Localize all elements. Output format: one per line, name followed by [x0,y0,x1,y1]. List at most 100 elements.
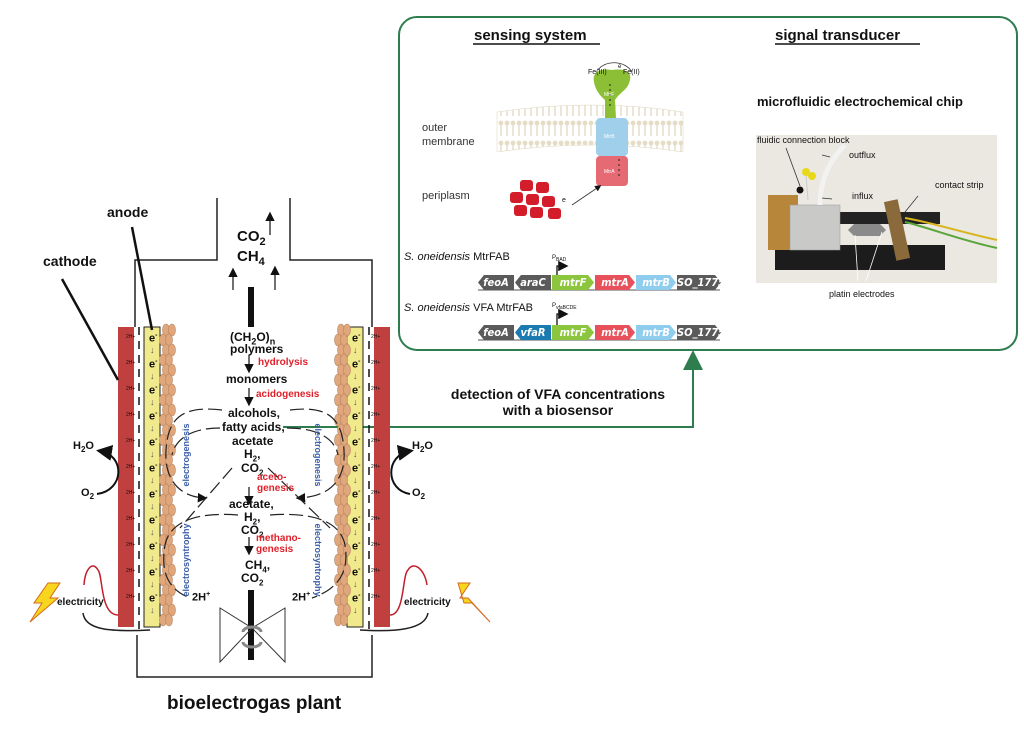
proton-mark: 2H+ [126,360,136,366]
electron-flow-arrow: ↓ [150,371,155,381]
h2-label: H2, [244,447,261,464]
biofilm-cell [343,363,351,377]
biofilm-cell [165,353,173,367]
gene-mtrf [552,325,594,340]
biofilm-cell [165,373,173,387]
electron-flow-arrow: ↓ [150,501,155,511]
electron-flow-arrow: ↓ [150,397,155,407]
stirrer-shaft [248,287,254,327]
biofilm-cell [340,493,348,507]
proton-label-right: 2H+ [292,591,311,604]
gene-feoa [478,325,514,340]
proton-mark: 2H+ [371,542,381,548]
electron-label: e- [352,436,361,449]
electron-label: e- [352,592,361,605]
gene-label: mtrA [601,276,629,289]
h2o-label-left: H2O [73,440,94,455]
proton-mark: 2H+ [371,360,381,366]
acidogenesis-label: acidogenesis [256,389,320,400]
chip-photo [756,135,998,283]
promoter-arrow-1 [556,260,569,278]
electron-label-top: e [618,64,622,70]
biofilm-cell [343,563,351,577]
detection-label: detection of VFA concentrations with a b… [450,386,666,418]
proton-mark: 2H+ [371,438,381,444]
outflux-label: outflux [849,150,876,160]
proton-mark: 2H+ [371,490,381,496]
biofilm-cell [340,613,348,627]
proton-mark: 2H+ [126,542,136,548]
electron-flow-arrow: ↓ [150,527,155,537]
cathode-right [374,327,390,627]
connector-line [283,350,703,428]
biofilm-cell [168,403,176,417]
rotation-icon [241,625,263,633]
biofilm-cell [168,343,176,357]
gene-arac [515,275,551,290]
biofilm-cell [340,573,348,587]
biofilm-cell [340,473,348,487]
biofilm-cell [168,443,176,457]
h2-label-2: H2, [244,510,261,527]
electron-flow-arrow: ↓ [353,475,358,485]
electron-flow-arrow: ↓ [353,397,358,407]
proton-mark: 2H+ [371,386,381,392]
gene-vfar [515,325,551,340]
proton-mark: 2H+ [126,516,136,522]
acetogenesis-label: aceto-genesis [257,472,295,494]
cathode-pointer [60,278,120,381]
gene-mtrb [636,275,676,290]
biofilm-cell [165,453,173,467]
ch4-label: CH4, [245,558,271,575]
contact-strip-label: contact strip [935,180,984,190]
electron-flow-arrow: ↓ [353,579,358,589]
electron-flow-arrow: ↓ [353,553,358,563]
construct2-label: S. oneidensis VFA MtrFAB [404,302,534,314]
electron-label: e- [149,488,158,501]
circuit-wire-right [359,612,429,632]
gene-label: mtrA [601,326,629,339]
electron-label-periplasm: e [562,197,566,204]
lightning-icon-right [457,582,491,623]
o2-label-right: O2 [412,487,426,502]
electron-label: e- [149,514,158,527]
electron-label: e- [149,436,158,449]
electron-flow-arrow: ↓ [150,605,155,615]
biofilm-cell [343,503,351,517]
gene-label: araC [520,276,546,289]
biofilm-cell [168,543,176,557]
biofilm-cell [165,413,173,427]
electron-label: e- [352,358,361,371]
periplasmic-cytochromes [510,180,561,219]
circuit-wire-right [389,565,428,616]
stirrer-shaft [248,590,254,660]
biofilm-cell [168,423,176,437]
electron-label: e- [149,592,158,605]
biofilm-cell [340,413,348,427]
fatty-acids-label: fatty acids, [222,420,285,434]
acetate2-label: acetate, [229,497,274,511]
alcohols-label: alcohols, [228,406,281,420]
promoter1-label: PBAD [552,255,567,264]
mtrf-protein [593,69,631,118]
cathode-left [118,327,134,627]
proton-mark: 2H+ [126,386,136,392]
biofilm-cell [165,513,173,527]
electrosyntrophy-label-left: electrosyntrophy [181,523,191,597]
polymers-label: polymers [230,342,284,356]
electron-label: e- [352,566,361,579]
biofilm-cell [165,553,173,567]
biofilm-cell [343,583,351,597]
electron-flow-arrow: ↓ [353,371,358,381]
biofilm-cell [340,593,348,607]
electron-flow-arrow: ↓ [353,449,358,459]
biofilm-cell [168,463,176,477]
gene-label: mtrF [559,276,587,289]
biofilm-cell [168,503,176,517]
biofilm-cell [343,343,351,357]
lightning-icon-left [29,582,61,623]
gene-mtra [595,325,635,340]
transducer-subtitle: microfluidic electrochemical chip [757,94,963,109]
